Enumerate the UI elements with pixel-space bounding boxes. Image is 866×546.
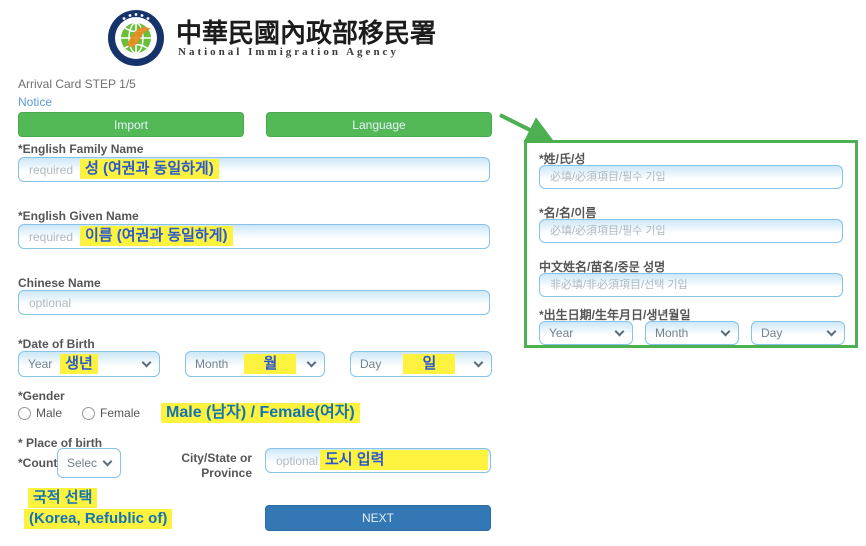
country-label: *Countr (18, 456, 62, 470)
gender-label: *Gender (18, 389, 65, 403)
panel-dob-day-value: Day (761, 326, 783, 340)
family-name-annotation: 성 (여권과 동일하게) (80, 159, 219, 179)
dob-day-annotation: 일 (403, 354, 456, 374)
gender-male-radio[interactable] (18, 406, 31, 420)
given-name-annotation: 이름 (여권과 동일하게) (80, 226, 233, 246)
dob-day-value: Day (360, 357, 382, 371)
dob-month-select[interactable]: Month 월 (185, 351, 325, 377)
family-name-label: *English Family Name (18, 142, 144, 156)
chevron-down-icon (720, 326, 731, 336)
place-of-birth-label: * Place of birth (18, 436, 103, 450)
chevron-down-icon (102, 456, 113, 466)
panel-dob-day-select[interactable]: Day (751, 321, 845, 345)
city-state-label: City/State or Province (160, 451, 252, 481)
chevron-down-icon (141, 357, 152, 367)
language-preview-panel: *姓/氏/성 *名/名/이름 中文姓名/苗名/중문 성명 *出生日期/生年月日/… (524, 140, 858, 348)
dob-year-select[interactable]: Year 생년 (18, 351, 160, 377)
panel-family-name-label: *姓/氏/성 (539, 152, 586, 166)
panel-dob-month-value: Month (655, 326, 689, 340)
dob-month-value: Month (195, 357, 229, 371)
next-button[interactable]: NEXT (265, 505, 491, 531)
notice-link[interactable]: Notice (18, 95, 53, 109)
dob-year-annotation: 생년 (60, 354, 98, 374)
dob-month-annotation: 월 (244, 354, 297, 374)
panel-dob-year-select[interactable]: Year (539, 321, 633, 345)
gender-male-label: Male (36, 406, 63, 420)
city-annotation: 도시 입력 (320, 450, 488, 470)
dob-day-select[interactable]: Day 일 (350, 351, 492, 377)
country-select-value: Selec (67, 456, 98, 470)
country-annotation-line2: (Korea, Refublic of) (24, 509, 173, 529)
immigration-agency-logo (108, 10, 164, 66)
agency-title: 中華民國內政部移民署 (176, 19, 437, 48)
gender-annotation: Male (남자) / Female(여자) (161, 403, 360, 423)
chevron-down-icon (614, 326, 625, 336)
gender-female-label: Female (100, 406, 141, 420)
panel-dob-month-select[interactable]: Month (645, 321, 739, 345)
panel-dob-label: *出生日期/生年月日/생년월일 (539, 308, 691, 322)
chevron-down-icon (306, 357, 317, 367)
agency-subtitle: National Immigration Agency (178, 46, 399, 58)
city-state-label-line1: City/State or (181, 451, 252, 465)
chinese-name-label: Chinese Name (18, 276, 101, 290)
gender-female-radio[interactable] (82, 406, 96, 420)
dob-year-value: Year (28, 357, 53, 371)
import-button[interactable]: Import (18, 112, 244, 137)
country-select[interactable]: Selec (57, 448, 121, 478)
panel-chinese-name-label: 中文姓名/苗名/중문 성명 (539, 260, 666, 274)
panel-dob-year-value: Year (549, 326, 574, 340)
panel-given-name-input[interactable] (539, 219, 843, 243)
chevron-down-icon (826, 326, 837, 336)
language-button[interactable]: Language (266, 112, 492, 137)
panel-family-name-input[interactable] (539, 165, 843, 189)
annotation-arrow-icon (499, 113, 555, 143)
chinese-name-input[interactable] (18, 290, 490, 315)
country-annotation-line1: 국적 선택 (28, 488, 98, 508)
dob-label: *Date of Birth (18, 337, 95, 351)
given-name-label: *English Given Name (18, 209, 139, 223)
city-state-label-line2: Province (201, 466, 252, 480)
panel-given-name-label: *名/名/이름 (539, 206, 597, 220)
chevron-down-icon (473, 357, 484, 367)
panel-chinese-name-input[interactable] (539, 273, 843, 297)
step-indicator: Arrival Card STEP 1/5 (18, 77, 136, 91)
